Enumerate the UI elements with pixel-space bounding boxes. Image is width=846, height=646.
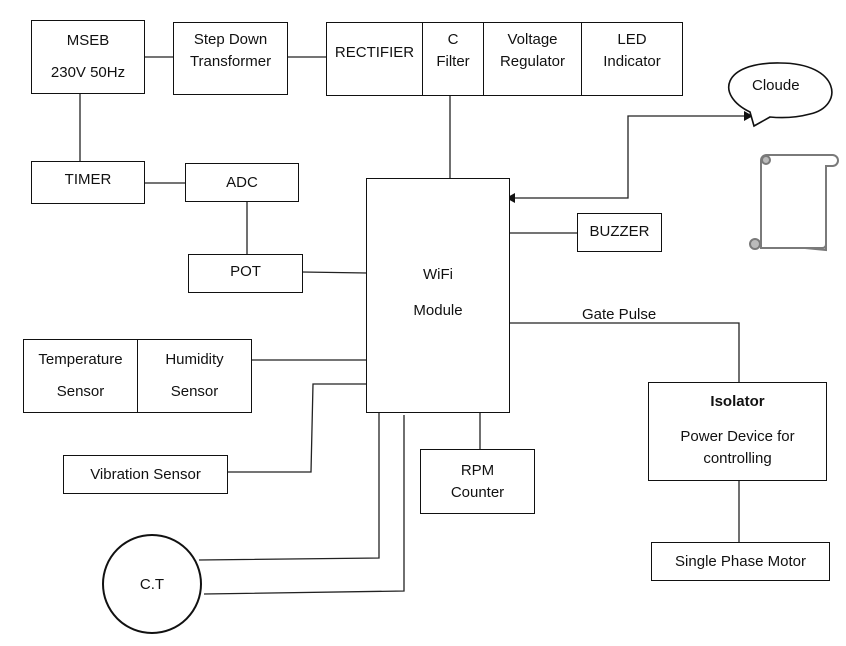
humidity-label-2: Sensor <box>170 382 219 400</box>
scroll-icon <box>749 154 839 252</box>
rectifier-block: RECTIFIER <box>326 22 423 96</box>
wire-vibration-wifi <box>227 383 367 473</box>
rpm-label-2: Counter <box>450 483 505 501</box>
wire-pot-wifi <box>301 271 368 274</box>
isolator-title: Isolator <box>710 393 765 410</box>
pot-block: POT <box>188 254 303 293</box>
wire-cloud-wifi <box>515 115 745 199</box>
wire-gate-pulse <box>509 322 740 383</box>
cloud-callout-shape <box>727 62 833 128</box>
c-filter-label-1: C <box>447 31 459 48</box>
isolator-block: Isolator Power Device for controlling <box>648 382 827 481</box>
temperature-label-1: Temperature <box>38 351 123 369</box>
wire-ct-2 <box>203 415 405 595</box>
voltage-regulator-block: Voltage Regulator <box>483 22 582 96</box>
regulator-label-1: Voltage <box>507 31 558 48</box>
transformer-block: Step Down Transformer <box>173 22 288 95</box>
arrow-to-wifi-icon <box>506 193 515 203</box>
led-label-1: LED <box>617 31 647 48</box>
ct-label: C.T <box>139 575 165 593</box>
humidity-sensor-block: Humidity Sensor <box>137 339 252 413</box>
c-filter-label-2: Filter <box>436 53 470 70</box>
wire-ct-1 <box>198 412 380 561</box>
transformer-label-2: Transformer <box>189 53 272 70</box>
arrow-to-cloud-icon <box>744 111 753 121</box>
ct-circle: C.T <box>102 534 202 634</box>
single-phase-motor-block: Single Phase Motor <box>651 542 830 581</box>
vibration-sensor-block: Vibration Sensor <box>63 455 228 494</box>
adc-label: ADC <box>226 173 258 191</box>
timer-label: TIMER <box>64 171 112 188</box>
transformer-label-1: Step Down <box>193 31 268 48</box>
c-filter-block: C Filter <box>422 22 484 96</box>
temperature-sensor-block: Temperature Sensor <box>23 339 138 413</box>
motor-label: Single Phase Motor <box>675 552 806 570</box>
pot-label: POT <box>230 263 261 280</box>
timer-block: TIMER <box>31 161 145 204</box>
adc-block: ADC <box>185 163 299 202</box>
wifi-label-1: WiFi <box>423 266 453 283</box>
buzzer-label: BUZZER <box>589 223 650 240</box>
mseb-label: MSEB <box>66 32 110 50</box>
mseb-block: MSEB 230V 50Hz <box>31 20 145 94</box>
gate-pulse-label: Gate Pulse <box>582 306 657 323</box>
buzzer-block: BUZZER <box>577 213 662 252</box>
led-indicator-block: LED Indicator <box>581 22 683 96</box>
mseb-rating: 230V 50Hz <box>50 63 126 81</box>
wifi-label-2: Module <box>413 302 463 319</box>
cloud-label: Cloude <box>752 77 800 94</box>
regulator-label-2: Regulator <box>499 53 566 70</box>
vibration-label: Vibration Sensor <box>90 465 201 483</box>
temperature-label-2: Sensor <box>56 382 105 400</box>
rectifier-label: RECTIFIER <box>334 44 415 61</box>
isolator-label-2: controlling <box>703 450 772 467</box>
isolator-label-1: Power Device for <box>680 428 795 445</box>
wifi-module-block: WiFi Module <box>366 178 510 413</box>
rpm-counter-block: RPM Counter <box>420 449 535 514</box>
rpm-label-1: RPM <box>460 461 495 479</box>
humidity-label-1: Humidity <box>165 351 224 369</box>
led-label-2: Indicator <box>603 53 661 70</box>
